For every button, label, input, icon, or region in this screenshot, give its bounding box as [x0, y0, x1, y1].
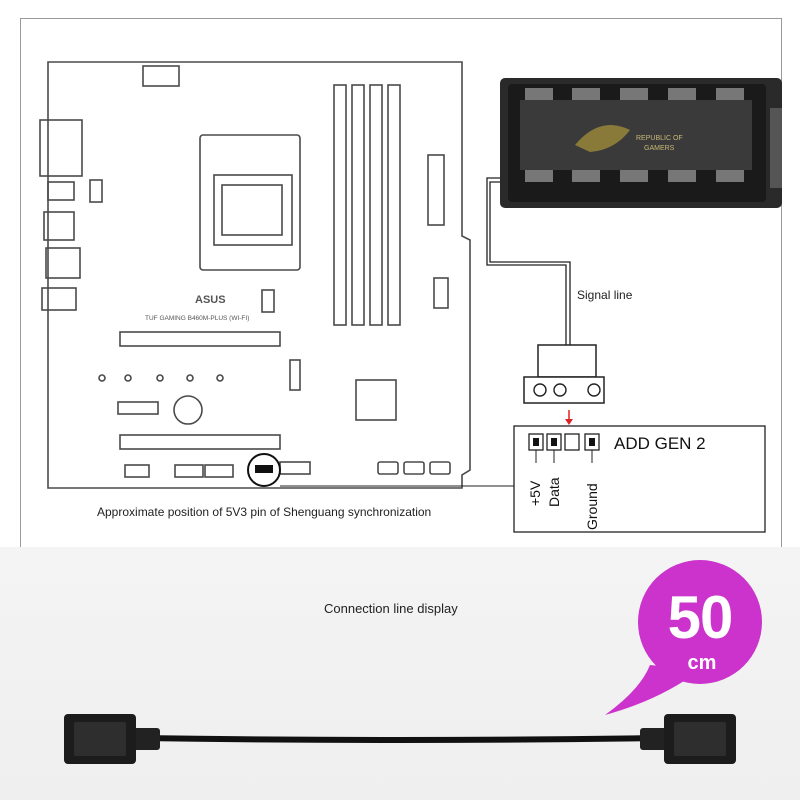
board-model: TUF GAMING B460M-PLUS (WI-FI) [145, 315, 249, 322]
pin-ground-label: Ground [584, 483, 600, 530]
connector-plug [537, 344, 597, 378]
signal-wire-a [486, 177, 567, 345]
svg-text:REPUBLIC OF: REPUBLIC OF [636, 135, 683, 142]
pin-5v-label: +5V [527, 480, 543, 506]
extension-cable-photo [64, 714, 736, 764]
header-pinout-box [513, 425, 766, 533]
position-caption: Approximate position of 5V3 pin of Sheng… [97, 505, 432, 519]
length-badge [605, 560, 762, 715]
signal-line-label: Signal line [577, 288, 633, 302]
connection-display-label: Connection line display [324, 601, 458, 616]
header-highlight-circle [247, 453, 281, 487]
board-argb-header [255, 465, 273, 473]
badge-length-value: 50 [667, 584, 734, 651]
motherboard-drawing [39, 61, 471, 489]
header-name-label: ADD GEN 2 [614, 434, 706, 453]
signal-wire-b [489, 181, 571, 345]
argb-hub-photo: REPUBLIC OF GAMERS [500, 78, 782, 208]
down-arrow-icon [565, 410, 573, 425]
badge-length-unit: cm [687, 652, 717, 674]
pin-data-label: Data [546, 477, 562, 507]
svg-text:GAMERS: GAMERS [644, 145, 675, 152]
board-brand: ASUS [195, 294, 226, 306]
header-pins [528, 433, 600, 463]
